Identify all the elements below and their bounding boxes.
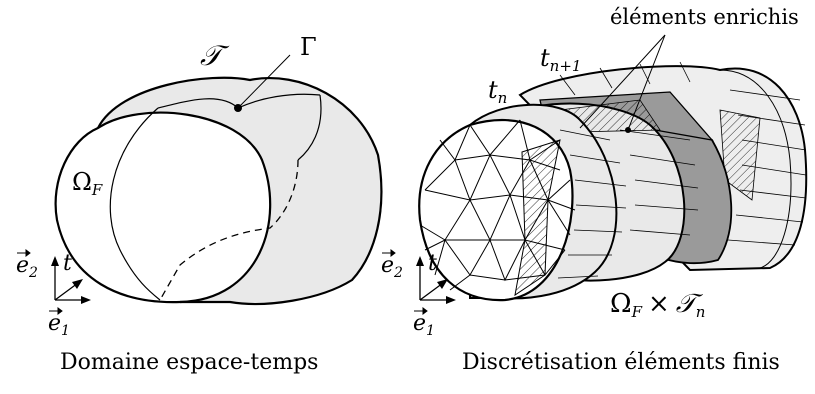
left-axes: [51, 256, 91, 304]
right-axes: [416, 256, 456, 304]
enriched-leader-1: [579, 34, 666, 129]
label-gamma: Γ: [300, 33, 317, 61]
label-enriched-elements: éléments enrichis: [610, 5, 799, 29]
vector-arrows: [17, 249, 428, 315]
gamma-leader: [237, 54, 291, 109]
enriched-point: [625, 127, 631, 133]
left-axis-t: t: [63, 251, 72, 276]
caption-right: Discrétisation éléments finis: [462, 350, 780, 375]
caption-left: Domaine espace-temps: [60, 350, 319, 375]
domain-outline: [97, 76, 383, 306]
enriched-leader-2: [627, 34, 666, 131]
gamma-curve-back: [297, 94, 322, 161]
back-face-hidden: [159, 159, 299, 301]
left-axis-e1: e1: [48, 311, 70, 339]
label-omega-F: ΩF: [72, 168, 103, 199]
label-omega-times-T: ΩF×𝒯n: [610, 289, 705, 321]
spacetime-domain: [54, 54, 383, 306]
front-face-omega: [54, 111, 272, 304]
left-axis-e2: e2: [16, 253, 38, 281]
figure-canvas: 𝒯 Γ ΩF e2 t e1 éléments enrichis tn tn+1…: [16, 5, 808, 339]
right-axis-e2: e2: [381, 253, 403, 281]
domain-lateral-surface: [98, 77, 382, 304]
label-tn1: tn+1: [540, 44, 581, 75]
label-calligraphic-T: 𝒯: [200, 39, 230, 72]
right-axis-t: t: [428, 251, 437, 276]
crack-hatched: [514, 139, 561, 297]
label-tn: tn: [488, 76, 507, 107]
mesh-slabs: [418, 34, 808, 302]
gamma-curve-front: [109, 107, 161, 301]
right-axis-e1: e1: [413, 311, 435, 339]
slab-front: [418, 103, 627, 302]
